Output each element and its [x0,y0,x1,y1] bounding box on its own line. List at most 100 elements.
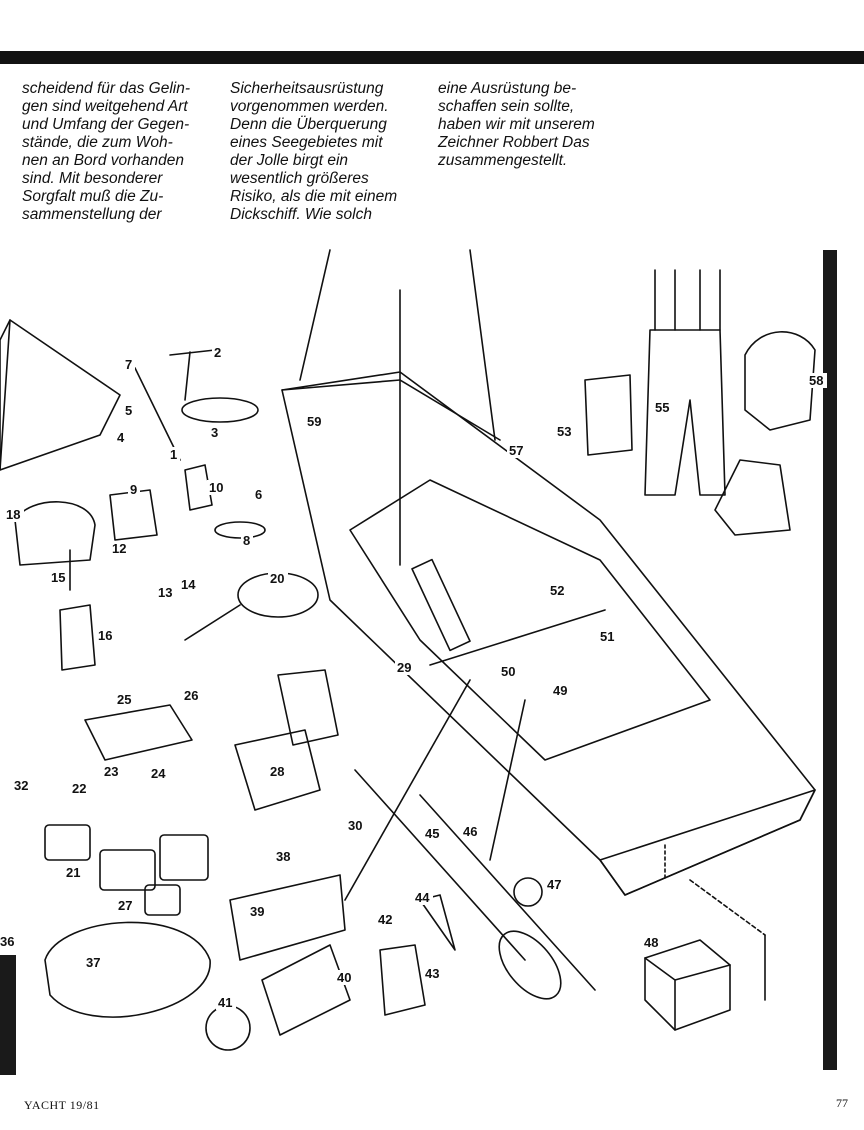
life-vest [584,374,633,456]
boots [714,459,791,536]
text-line: sammenstellung der [22,206,162,223]
item-label-bg [96,628,116,643]
dinghy-inner [349,479,711,761]
item-label-bg [123,357,135,372]
item-label-bg [548,583,568,598]
page-edge-left [0,955,16,1075]
tool-case [261,944,351,1036]
text-line: und Umfang der Gegen- [22,116,190,133]
item-label-23: 23 [104,764,118,779]
thwart [429,609,606,666]
item-label-bg [115,430,127,445]
item-label-58: 58 [809,373,823,388]
item-label-53: 53 [557,424,571,439]
text-line: sind. Mit besonderer [22,170,163,187]
page-edge-right [823,250,837,1070]
item-label-bg [241,533,253,548]
item-label-51: 51 [600,629,614,644]
item-label-bg [182,688,202,703]
text-line: Sorgfalt muß die Zu- [22,188,164,205]
tent [0,319,121,471]
item-label-bg [555,424,575,439]
container [159,834,209,881]
boathook [419,794,596,991]
boom [411,558,471,652]
text-line: haben wir mit unserem [438,116,595,133]
item-label-39: 39 [250,904,264,919]
item-label-bg [248,904,268,919]
item-label-bg [209,425,221,440]
item-label-46: 46 [463,824,477,839]
item-label-bg [268,764,288,779]
item-label-bg [268,571,288,586]
item-label-26: 26 [184,688,198,703]
bag [14,501,96,566]
item-label-bg [179,577,199,592]
text-line: scheidend für das Gelin- [22,80,191,97]
item-label-bg [346,818,366,833]
organizer [229,874,346,961]
halyard [299,249,331,381]
item-label-bg [156,585,176,600]
item-label-bg [507,443,527,458]
case [234,729,321,811]
text-column-3: eine Ausrüstung be- schaffen sein sollte… [438,80,638,170]
item-label-bg [305,414,325,429]
item-label-bg [12,778,32,793]
shroud [281,379,401,391]
item-label-bg [499,664,519,679]
item-label-55: 55 [655,400,669,415]
item-label-41: 41 [218,995,232,1010]
text-line: stände, die zum Woh- [22,134,173,151]
text-line: eine Ausrüstung be- [438,80,577,97]
item-label-bg [110,541,130,556]
pole [134,367,181,461]
item-label-59: 59 [307,414,321,429]
line [214,521,266,539]
text-line: Dickschiff. Wie solch [230,206,372,223]
item-label-bg [102,764,122,779]
item-label-6: 6 [255,487,262,502]
item-label-40: 40 [337,970,351,985]
item-label-bg [274,849,294,864]
dinghy-transom [599,789,816,896]
page-number: 77 [836,1096,848,1110]
item-label-bg [423,826,443,841]
item-label-bg [598,629,618,644]
item-label-bg [653,400,673,415]
item-label-bg [49,570,69,585]
trousers [644,329,726,496]
item-label-bg [642,935,662,950]
text-line: Zeichner Robbert Das [438,134,590,151]
lantern [184,464,213,511]
item-label-bg [64,865,84,880]
text-line: Sicherheitsausrüstung [230,80,384,97]
item-label-57: 57 [509,443,523,458]
item-label-9: 9 [130,482,137,497]
pouch [379,944,426,1016]
text-column-2: Sicherheitsausrüstung vorgenommen werden… [230,80,430,224]
container [144,884,181,916]
item-label-bg [84,955,104,970]
item-label-8: 8 [243,533,250,548]
item-label-bg [168,447,180,462]
item-label-4: 4 [117,430,125,445]
shroud [399,379,501,441]
text-line: Denn die Überquerung [230,116,387,133]
item-label-15: 15 [51,570,65,585]
item-label-27: 27 [118,898,132,913]
text-line: zusammengestellt. [438,152,568,169]
text-line: schaffen sein sollte, [438,98,575,115]
text-line: eines Seegebietes mit [230,134,383,151]
item-label-bg [423,966,443,981]
item-label-16: 16 [98,628,112,643]
item-label-45: 45 [425,826,439,841]
halyard [469,249,496,441]
anchor [169,349,216,401]
item-label-49: 49 [553,683,567,698]
item-label-24: 24 [151,766,166,781]
item-label-bg [4,507,24,522]
item-label-bg [212,345,224,360]
text-column-1: scheidend für das Gelin- gen sind weitge… [22,80,222,224]
